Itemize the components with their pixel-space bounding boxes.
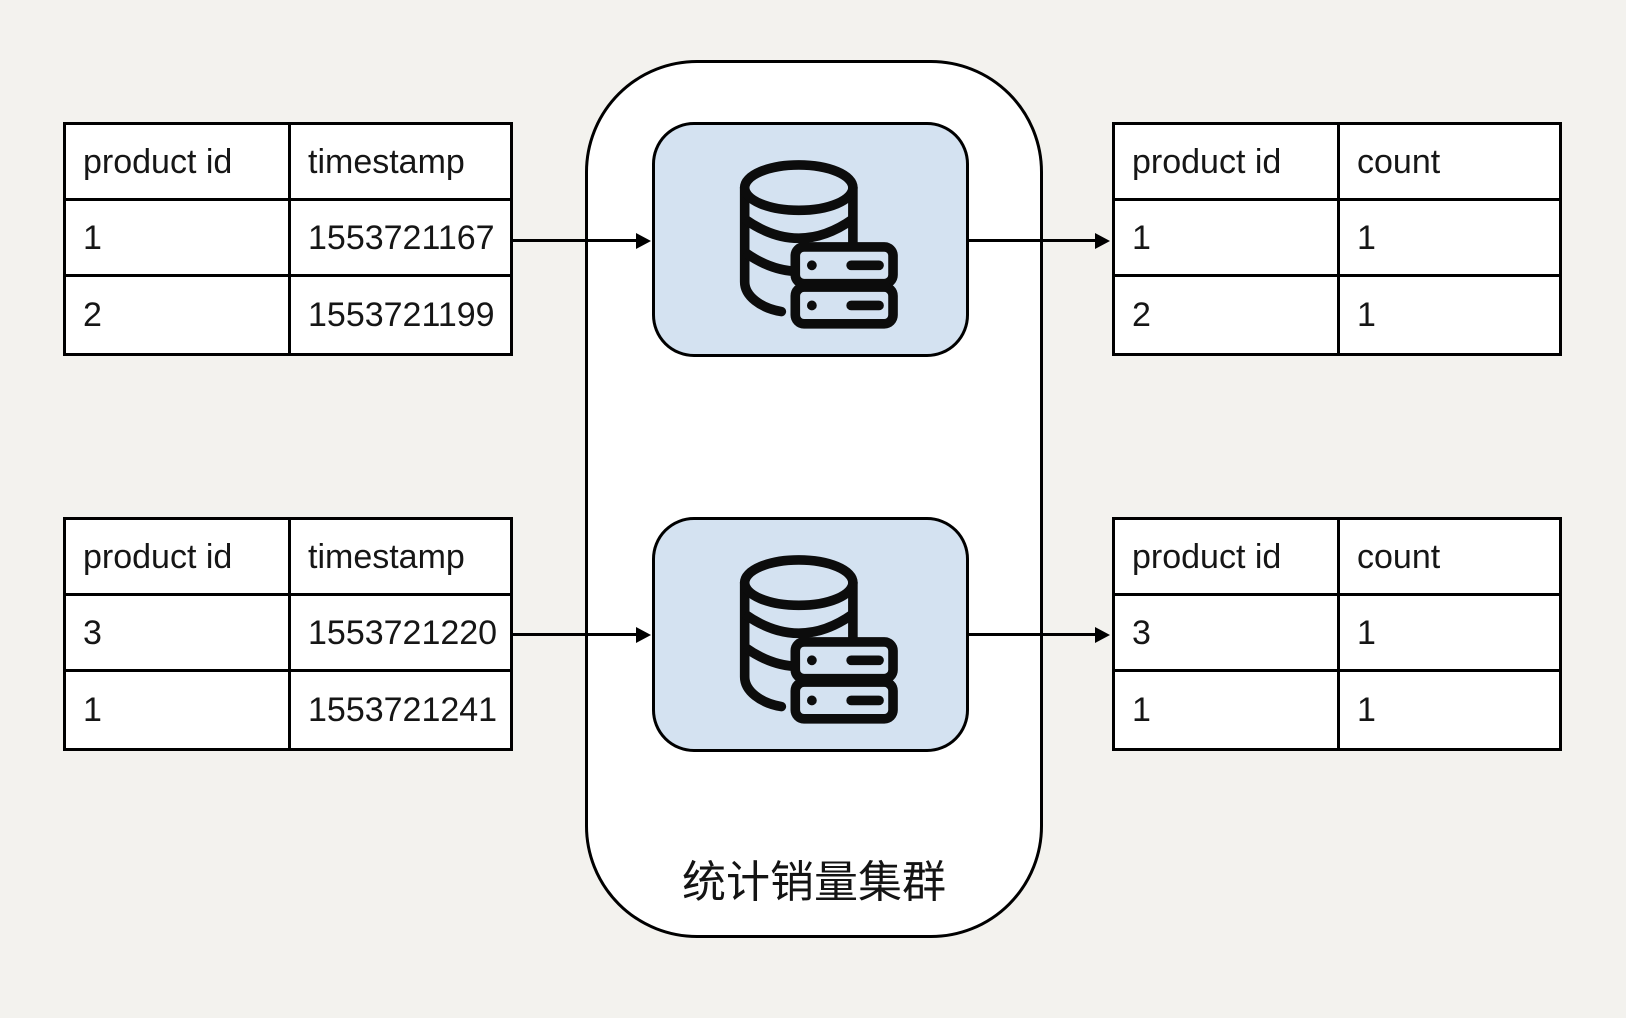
database-node-bottom [652,517,969,752]
table-cell: 1 [1357,691,1376,729]
table-cell: 2 [1115,277,1340,353]
table-cell: 1 [1115,672,1340,748]
arrow-output-top [969,239,1095,242]
arrow-input-top [513,239,636,242]
table-row: 3 1553721220 [66,596,510,672]
output-table-top: product id count 1 1 2 1 [1112,122,1562,356]
table-cell: 1553721220 [308,613,498,652]
database-node-top [652,122,969,357]
column-header: timestamp [308,142,465,181]
table-row: 2 1 [1115,277,1559,353]
column-header: product id [1115,125,1340,198]
database-server-icon [739,159,898,329]
column-header: product id [1115,520,1340,593]
column-header: timestamp [308,537,465,576]
table-cell: 1 [66,672,291,748]
table-cell: 1 [1115,201,1340,274]
table-header-row: product id count [1115,125,1559,201]
table-cell: 1553721199 [308,296,495,334]
table-cell: 1 [1357,296,1376,334]
arrow-output-bottom [969,633,1095,636]
input-table-bottom: product id timestamp 3 1553721220 1 1553… [63,517,513,751]
table-header-row: product id timestamp [66,520,510,596]
table-row: 3 1 [1115,596,1559,672]
database-server-icon [739,554,898,724]
output-table-bottom: product id count 3 1 1 1 [1112,517,1562,751]
column-header: count [1357,142,1441,181]
table-row: 1 1 [1115,672,1559,748]
table-row: 2 1553721199 [66,277,510,353]
input-table-top: product id timestamp 1 1553721167 2 1553… [63,122,513,356]
table-header-row: product id count [1115,520,1559,596]
column-header: product id [66,520,291,593]
table-row: 1 1553721241 [66,672,510,748]
table-header-row: product id timestamp [66,125,510,201]
table-row: 1 1553721167 [66,201,510,277]
cluster-label: 统计销量集群 [682,858,946,907]
table-cell: 1553721167 [308,218,495,257]
column-header: product id [66,125,291,198]
table-cell: 1 [66,201,291,274]
table-cell: 1 [1357,218,1376,257]
table-row: 1 1 [1115,201,1559,277]
table-cell: 3 [66,596,291,669]
column-header: count [1357,537,1441,576]
arrow-input-bottom [513,633,636,636]
table-cell: 3 [1115,596,1340,669]
table-cell: 1 [1357,613,1376,652]
table-cell: 2 [66,277,291,353]
table-cell: 1553721241 [308,691,498,729]
